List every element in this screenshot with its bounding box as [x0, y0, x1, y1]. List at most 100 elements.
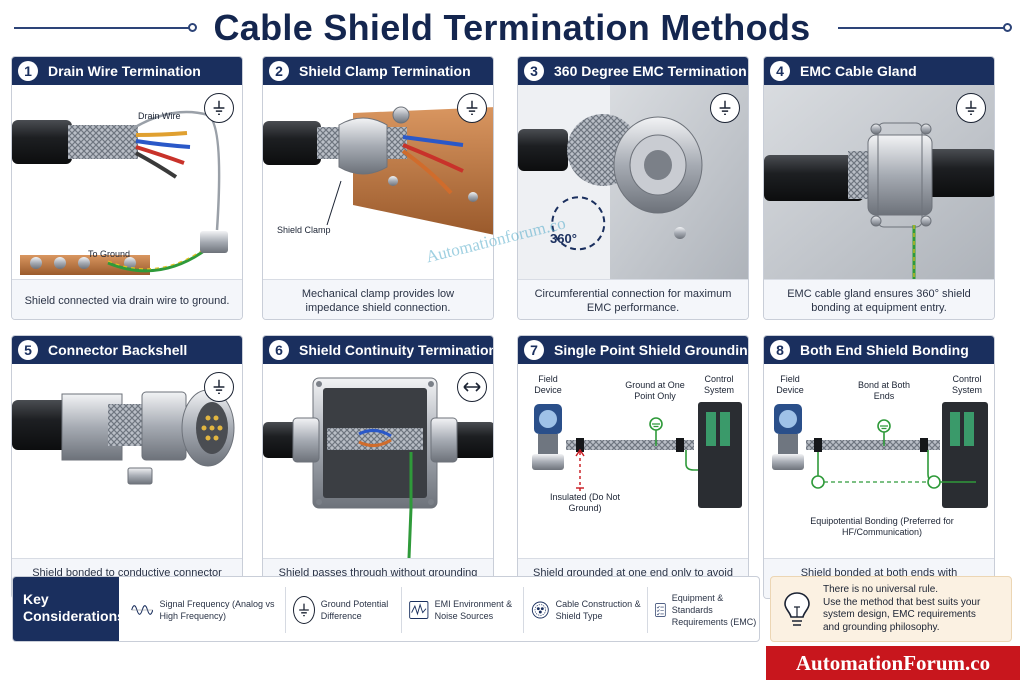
card-title: Single Point Shield Grounding [554, 342, 749, 358]
note-panel: There is no universal rule. Use the meth… [770, 576, 1012, 642]
key-divider [523, 587, 524, 633]
card-drain-wire: 1 Drain Wire Termination Drain Wire To G… [11, 56, 243, 320]
key-item-equipment-standards: Equipment & Standards Requirements (EMC) [655, 577, 759, 641]
note-line: and grounding philosophy. [823, 621, 940, 633]
key-divider [647, 587, 648, 633]
key-considerations-title: Key Considerations [13, 577, 125, 641]
key-item-emi-environment: EMI Environment & Noise Sources [409, 577, 525, 641]
note-line: system design, EMC requirements [823, 609, 976, 620]
card-title: Shield Continuity Termination [299, 342, 494, 358]
signal-wave-icon [131, 605, 154, 615]
page-title-bar: Cable Shield Termination Methods [0, 6, 1024, 50]
lightbulb-icon [784, 592, 810, 626]
card-header: 1 Drain Wire Termination [12, 57, 242, 85]
connector-backshell-graphic [12, 389, 235, 485]
ground-symbol-icon [457, 93, 487, 123]
card-number: 5 [18, 340, 38, 360]
callout-field-device: Field Device [776, 374, 804, 395]
360-emc-illustration: 360° [518, 85, 748, 279]
card-title: EMC Cable Gland [800, 63, 917, 79]
ground-symbol-icon [204, 93, 234, 123]
card-number: 1 [18, 61, 38, 81]
card-header: 2 Shield Clamp Termination [263, 57, 493, 85]
drain-wire-graphic [12, 110, 228, 275]
note-text: There is no universal rule. Use the meth… [823, 584, 980, 634]
single-point-graphic [532, 402, 742, 508]
card-header: 6 Shield Continuity Termination [263, 336, 493, 364]
card-header: 5 Connector Backshell [12, 336, 242, 364]
double-arrow-icon [457, 372, 487, 402]
card-title: Both End Shield Bonding [800, 342, 969, 358]
card-number: 2 [269, 61, 289, 81]
key-divider [285, 587, 286, 633]
card-both-end-bonding: 8 Both End Shield Bonding Field Device B… [763, 335, 995, 599]
both-end-diagram: Field Device Bond at Both Ends Control S… [764, 364, 994, 558]
title-rule-dot-left [188, 23, 197, 32]
note-line: Use the method that best suits your [823, 596, 981, 608]
key-item-signal-frequency: Signal Frequency (Analog vs High Frequen… [131, 577, 281, 641]
single-point-diagram: Field Device Ground at One Point Only Co… [518, 364, 748, 558]
card-header: 7 Single Point Shield Grounding [518, 336, 748, 364]
card-title: Shield Clamp Termination [299, 63, 471, 79]
key-item-label: Cable Construction & Shield Type [555, 599, 641, 621]
title-rule-dot-right [1003, 23, 1012, 32]
card-number: 8 [770, 340, 790, 360]
card-caption: Mechanical clamp provides low impedance … [263, 279, 493, 319]
callout-field-device: Field Device [534, 374, 562, 395]
cable-cross-section-icon [531, 601, 549, 619]
brand-banner: AutomationForum.co [766, 646, 1020, 680]
card-header: 4 EMC Cable Gland [764, 57, 994, 85]
page-title: Cable Shield Termination Methods [213, 7, 811, 48]
shield-continuity-graphic [263, 377, 493, 559]
card-emc-gland: 4 EMC Cable Gland EMC cable gland ensure… [763, 56, 995, 320]
emc-gland-illustration [764, 85, 994, 279]
card-shield-clamp: 2 Shield Clamp Termination Shield Clamp … [262, 56, 494, 320]
card-title: Drain Wire Termination [48, 63, 201, 79]
key-item-ground-potential: Ground Potential Difference [293, 577, 405, 641]
card-number: 7 [524, 340, 544, 360]
drain-wire-illustration: Drain Wire To Ground [12, 85, 242, 279]
connector-backshell-illustration [12, 364, 242, 558]
shield-continuity-illustration [263, 364, 493, 559]
callout-360-degree: 360° [550, 231, 577, 246]
card-number: 4 [770, 61, 790, 81]
card-number: 6 [269, 340, 289, 360]
ground-symbol-icon [293, 596, 315, 624]
card-single-point-grounding: 7 Single Point Shield Grounding Field De… [517, 335, 749, 599]
callout-control-system: Control System [951, 374, 982, 395]
ground-symbol-icon [956, 93, 986, 123]
callout-bond-both-ends: Bond at Both Ends [857, 380, 911, 401]
card-title: Connector Backshell [48, 342, 188, 358]
key-item-label: EMI Environment & Noise Sources [434, 599, 513, 621]
ground-symbol-icon [204, 372, 234, 402]
title-rule-right [838, 27, 1008, 29]
key-divider [401, 587, 402, 633]
emi-noise-icon [409, 601, 429, 619]
card-shield-continuity: 6 Shield Continuity Termination Shield p… [262, 335, 494, 599]
checklist-icon [655, 603, 666, 617]
shield-clamp-illustration: Shield Clamp [263, 85, 493, 279]
note-line: There is no universal rule. [823, 584, 939, 595]
card-caption: Shield connected via drain wire to groun… [12, 279, 242, 319]
ground-symbol-icon [710, 93, 740, 123]
card-header: 3 360 Degree EMC Termination [518, 57, 748, 85]
callout-insulated: Insulated (Do Not Ground) [549, 492, 621, 513]
callout-control-system: Control System [703, 374, 734, 395]
emc-gland-graphic [764, 85, 994, 279]
key-item-label: Ground Potential Difference [320, 599, 389, 621]
both-end-graphic [772, 402, 988, 508]
callout-ground-one-point: Ground at One Point Only [625, 380, 685, 401]
card-number: 3 [524, 61, 544, 81]
shield-clamp-graphic [263, 106, 493, 235]
card-title: 360 Degree EMC Termination [554, 63, 747, 79]
card-caption: Circumferential connection for maximum E… [518, 279, 748, 319]
title-rule-left [14, 27, 192, 29]
card-header: 8 Both End Shield Bonding [764, 336, 994, 364]
card-connector-backshell: 5 Connector Backshell Shield bonded to c… [11, 335, 243, 599]
callout-to-ground: To Ground [88, 249, 131, 259]
key-considerations-panel: Key Considerations Signal Frequency (Ana… [12, 576, 760, 642]
card-caption: EMC cable gland ensures 360° shield bond… [764, 279, 994, 319]
key-item-cable-construction: Cable Construction & Shield Type [531, 577, 645, 641]
card-360-emc: 3 360 Degree EMC Termination 360° Circum… [517, 56, 749, 320]
callout-drain-wire: Drain Wire [138, 111, 181, 121]
